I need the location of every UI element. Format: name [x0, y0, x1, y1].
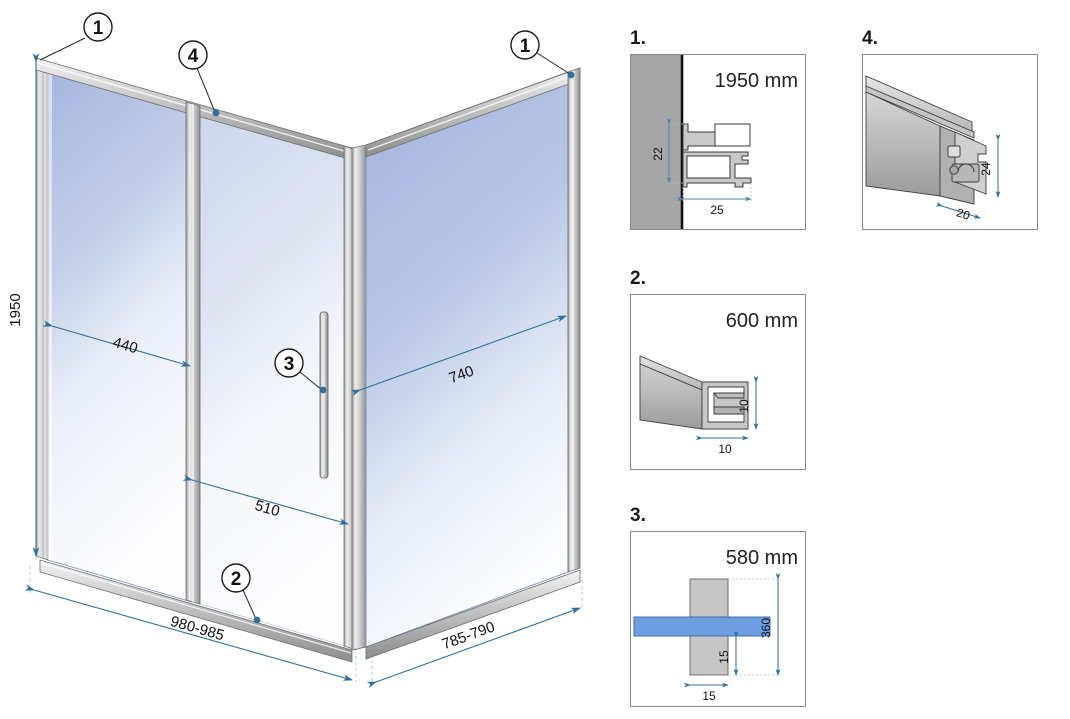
detail-panel-1: 1. 22 — [630, 28, 816, 240]
left-wall-profile-highlight — [44, 60, 52, 561]
callout-2-label: 2 — [231, 569, 242, 590]
right-wall-profile — [567, 67, 581, 573]
dim-740-line — [350, 315, 568, 397]
callout-2-leader — [242, 589, 257, 620]
callout-3-anchor — [319, 386, 327, 394]
detail-1-profile — [682, 123, 752, 188]
detail-1-drawing: 22 25 1950 mm — [630, 54, 806, 230]
detail-3-dim-15v-label: 15 — [717, 650, 731, 664]
detail-1-number: 1. — [630, 28, 646, 49]
callout-1a-leader — [39, 37, 86, 61]
corner-post-profile — [351, 144, 367, 651]
detail-3-dim-360-label: 360 — [759, 618, 773, 638]
callout-1b-anchor — [567, 71, 575, 79]
detail-3-number: 3. — [630, 505, 646, 526]
callout-2-anchor — [253, 616, 261, 624]
detail-2-number: 2. — [630, 268, 646, 289]
callout-1a-bubble[interactable] — [83, 12, 113, 42]
dim-980-985-line — [24, 584, 354, 681]
detail-1-wall — [631, 55, 681, 229]
main-isometric-view: 1 4 1 3 2 1950 440 740 510 980-985 785-7… — [7, 12, 583, 689]
right-fixed-glass-panel — [365, 71, 569, 648]
callout-4-label: 4 — [188, 46, 199, 67]
callout-4-bubble[interactable] — [178, 40, 208, 70]
detail-1-dim-25-label: 25 — [710, 203, 724, 217]
detail-3-dim-15h-label: 15 — [702, 689, 716, 703]
callout-1a-label: 1 — [93, 18, 104, 39]
detail-2-u-opening — [701, 381, 749, 430]
callout-3-bubble[interactable] — [274, 348, 304, 378]
detail-panel-3: 3. 360 15 15 580 mm — [630, 505, 816, 717]
detail-2-drawing: 10 10 600 mm — [630, 294, 806, 470]
detail-2-dim-10h-label: 10 — [718, 442, 732, 456]
detail-4-number: 4. — [862, 28, 878, 49]
callout-1b-bubble[interactable] — [510, 30, 540, 60]
detail-4-dim-24-label: 24 — [979, 162, 993, 176]
detail-4-drawing: 24 20 — [862, 54, 1038, 230]
detail-4-end-profile — [947, 131, 987, 195]
dim-1950-label: 1950 — [7, 293, 24, 326]
callout-3-leader — [299, 371, 323, 391]
callout-1b-leader — [536, 52, 571, 75]
top-rail-right-highlight — [367, 72, 580, 151]
left-fixed-glass-panel — [47, 61, 193, 603]
sliding-door-glass-panel — [199, 105, 353, 649]
detail-panel-2: 2. — [630, 268, 816, 480]
callout-3-label: 3 — [284, 354, 295, 375]
dim-510-line — [182, 474, 350, 525]
callout-1b-label: 1 — [520, 36, 531, 57]
detail-panel-4: 4. — [862, 28, 1048, 240]
callout-2-bubble[interactable] — [221, 563, 251, 593]
detail-3-length-label: 580 mm — [726, 547, 798, 569]
dim-440-line — [42, 320, 192, 367]
callout-4-leader — [196, 67, 216, 113]
detail-3-glass-strip — [633, 616, 771, 637]
dim-785-790-line — [366, 607, 582, 689]
detail-3-drawing: 360 15 15 580 mm — [630, 531, 806, 707]
detail-4-dim-20-label: 20 — [955, 205, 972, 223]
detail-2-dim-10v-label: 10 — [737, 399, 751, 413]
detail-4-dim-20-line — [935, 201, 981, 219]
detail-1-dim-22-label: 22 — [651, 147, 665, 161]
detail-1-length-label: 1950 mm — [715, 70, 798, 92]
callout-4-anchor — [212, 109, 220, 117]
dim-440-label: 440 — [111, 334, 140, 357]
dim-510-label: 510 — [253, 497, 282, 520]
detail-2-length-label: 600 mm — [726, 310, 798, 332]
